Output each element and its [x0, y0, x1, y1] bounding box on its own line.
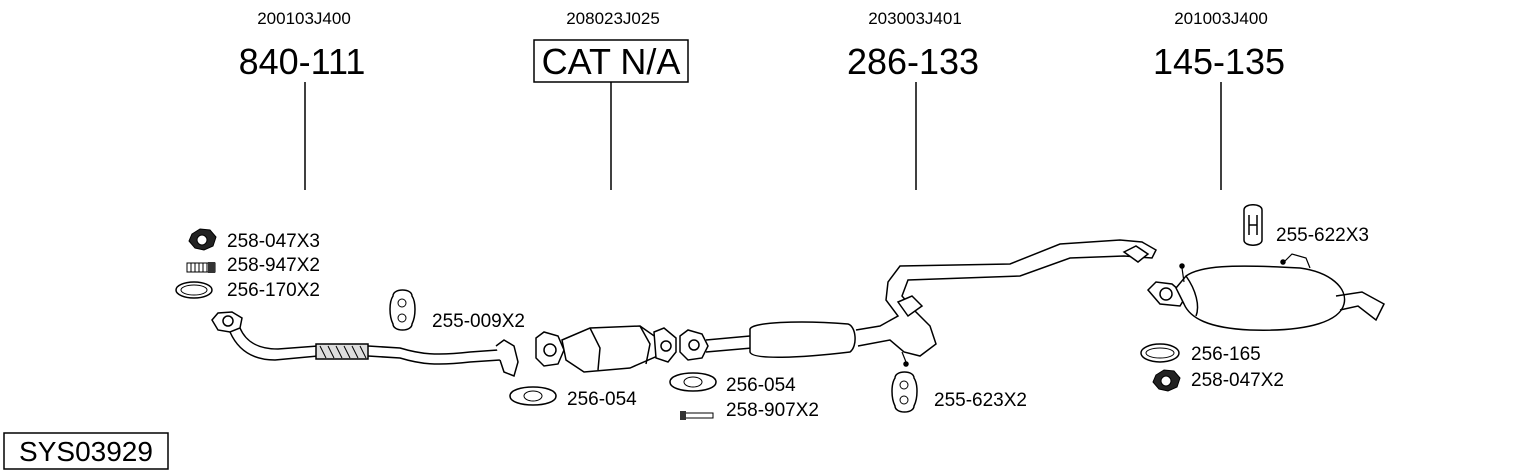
part-number: 840-111 — [239, 41, 366, 82]
part-number: 286-133 — [847, 41, 979, 82]
rear-silencer — [1146, 253, 1385, 331]
fitting-label: 256-170X2 — [227, 280, 320, 301]
rubber-hanger-icon — [389, 289, 416, 331]
fitting-label: 255-623X2 — [934, 390, 1027, 411]
ring-gasket-icon — [175, 281, 213, 299]
fitting-label: 258-047X2 — [1191, 370, 1284, 391]
fitting-label: 258-947X2 — [227, 255, 320, 276]
catalytic-converter — [535, 325, 677, 373]
front-pipe — [211, 311, 519, 378]
oem-code: 201003J400 — [1174, 9, 1268, 28]
nut-icon — [188, 228, 217, 251]
fitting-label: 255-009X2 — [432, 311, 525, 332]
fitting-label: 258-047X3 — [227, 231, 320, 252]
flange-gasket-icon — [509, 386, 557, 406]
oem-code: 200103J400 — [257, 9, 351, 28]
stud-icon — [186, 262, 216, 273]
fitting-label: 255-622X3 — [1276, 225, 1369, 246]
fitting-label: 256-165 — [1191, 344, 1261, 365]
centre-pipe — [679, 239, 1157, 367]
part-group-front-pipe: 200103J400 840-111 — [239, 9, 366, 190]
oem-code: 208023J025 — [566, 9, 660, 28]
bolt-icon — [680, 411, 714, 420]
oem-code: 203003J401 — [868, 9, 962, 28]
part-number: 145-135 — [1153, 41, 1285, 82]
flange-gasket-icon — [669, 372, 717, 392]
part-group-rear-silencer: 201003J400 145-135 — [1153, 9, 1285, 190]
fitting-label: 256-054 — [726, 375, 796, 396]
fitting-label: 256-054 — [567, 389, 637, 410]
part-group-centre-pipe: 203003J401 286-133 — [847, 9, 979, 190]
h-hanger-icon — [1243, 204, 1263, 246]
system-id: SYS03929 — [19, 436, 153, 467]
nut-icon — [1152, 369, 1181, 392]
part-number: CAT N/A — [542, 41, 681, 82]
fitting-label: 258-907X2 — [726, 400, 819, 421]
rubber-hanger-icon — [891, 371, 918, 413]
part-group-catalyst: 208023J025 CAT N/A — [533, 9, 689, 190]
system-id-box: SYS03929 — [3, 432, 169, 470]
ring-gasket-icon — [1140, 343, 1180, 363]
